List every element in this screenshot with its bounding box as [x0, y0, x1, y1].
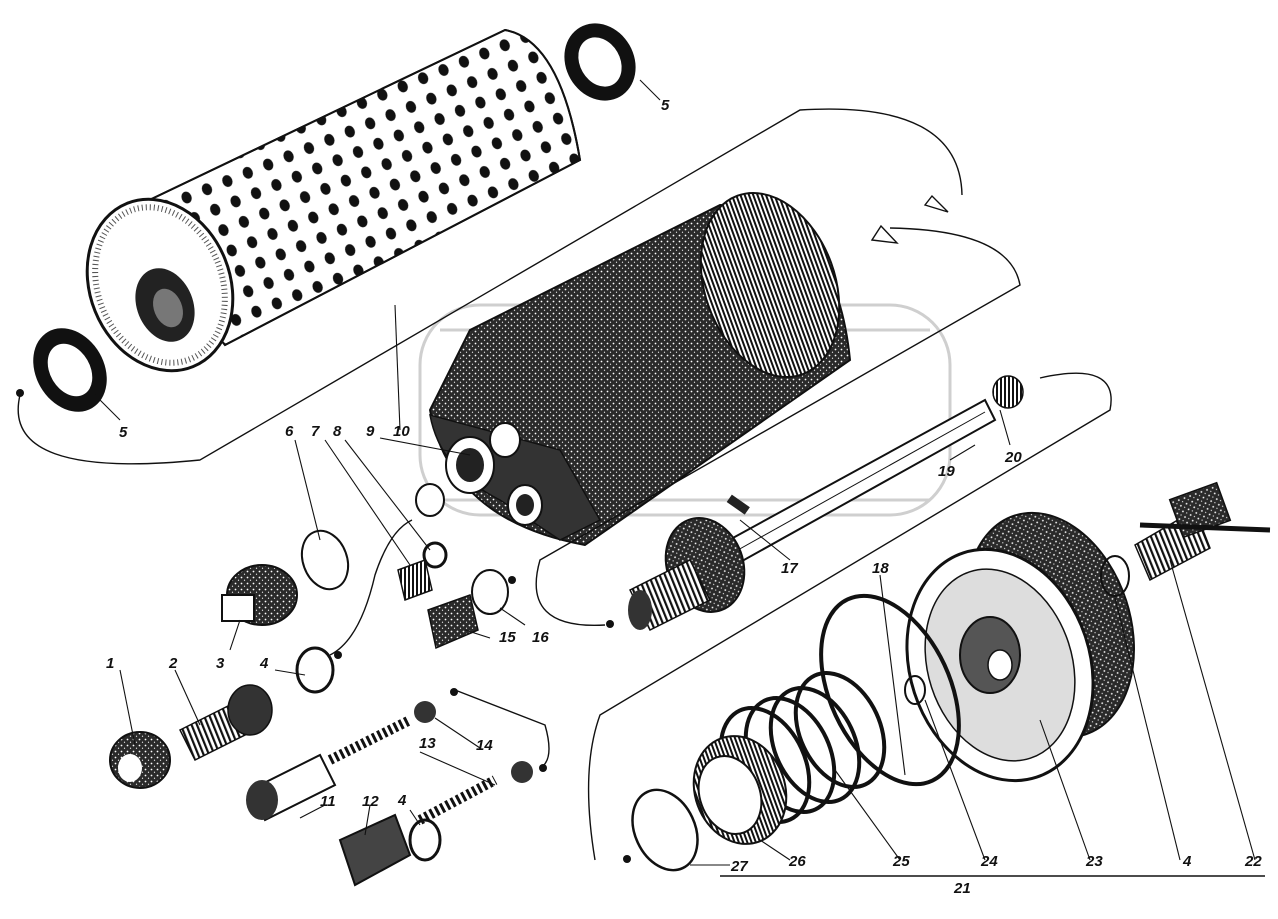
callout-4-left: 4: [259, 655, 269, 672]
callout-20: 20: [1004, 449, 1022, 466]
path-end-dots: [16, 389, 631, 863]
seal-ring-left: [33, 328, 107, 412]
callout-19: 19: [938, 463, 955, 480]
assembly-paths: [17, 108, 1265, 877]
callout-12: 12: [362, 793, 379, 810]
union-fitting: [221, 564, 298, 626]
callout-9: 9: [366, 423, 375, 440]
callout-14: 14: [476, 737, 493, 754]
gasket-ring: [819, 593, 961, 787]
callout-1: 1: [106, 655, 114, 672]
callout-6: 6: [285, 423, 294, 440]
housing-cover: [905, 511, 1135, 783]
callout-24: 24: [980, 853, 998, 870]
seal-ring-top: [564, 23, 636, 101]
callout-16: 16: [532, 629, 549, 646]
callout-7: 7: [311, 423, 320, 440]
filter-housing: [415, 192, 852, 547]
callout-2: 2: [168, 655, 178, 672]
callout-15: 15: [499, 629, 516, 646]
cover-nut: [692, 735, 788, 845]
callout-labels: 5 5 6 7 8 9 10 1 2 3 4 4 4 11 12 13 14 1…: [106, 97, 1262, 897]
callout-3: 3: [216, 655, 225, 672]
callout-26: 26: [788, 853, 806, 870]
leader-lines: [94, 79, 1256, 866]
callout-21: 21: [953, 880, 971, 897]
callout-10: 10: [393, 423, 410, 440]
snap-ring: [631, 788, 699, 872]
spring-large: [718, 671, 887, 824]
callout-8: 8: [333, 423, 342, 440]
callout-23: 23: [1085, 853, 1103, 870]
callout-13: 13: [419, 735, 436, 752]
small-o-rings: [295, 529, 1130, 862]
callout-11: 11: [320, 793, 336, 810]
callout-22: 22: [1244, 853, 1262, 870]
callout-27: 27: [730, 858, 748, 875]
valve-body: [246, 753, 412, 887]
center-tube: [628, 375, 1024, 632]
callout-4-bottom: 4: [397, 792, 407, 809]
plugs: [397, 559, 479, 650]
springs-small: [327, 701, 533, 825]
callout-5-left: 5: [119, 424, 128, 441]
callout-5-top: 5: [661, 97, 670, 114]
filter-element-cylinder: [85, 28, 582, 373]
callout-17: 17: [781, 560, 798, 577]
callout-18: 18: [872, 560, 889, 577]
callout-4-right: 4: [1182, 853, 1192, 870]
banjo-bolt: [109, 684, 273, 789]
callout-25: 25: [892, 853, 910, 870]
drain-tap: [1134, 481, 1271, 582]
